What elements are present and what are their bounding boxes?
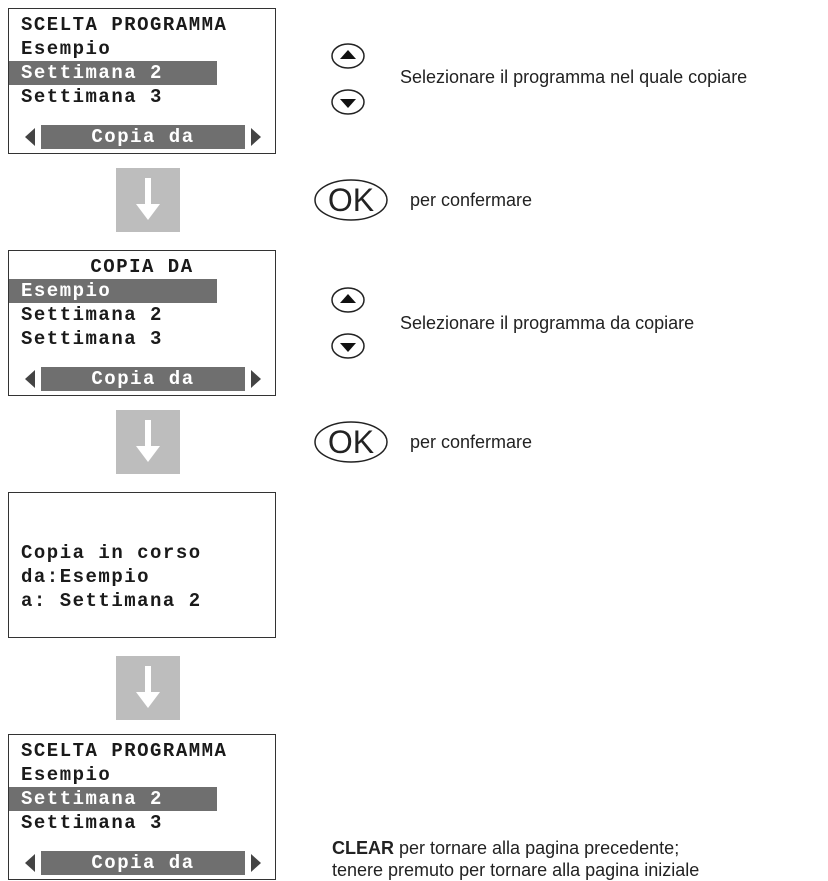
clear-key-label: CLEAR — [332, 838, 394, 858]
lcd-title: SCELTA PROGRAMMA — [21, 14, 228, 36]
caption-clear: CLEAR per tornare alla pagina precedente… — [332, 838, 679, 859]
lcd-item-esempio: Esempio — [21, 764, 112, 786]
lcd-item-esempio-selected: Esempio — [9, 279, 217, 303]
lcd-item-settimana-3: Settimana 3 — [21, 328, 163, 350]
softkey-bar: Copia da — [25, 851, 261, 875]
caption-clear-hold: tenere premuto per tornare alla pagina i… — [332, 860, 700, 880]
lcd-title: SCELTA PROGRAMMA — [21, 740, 228, 762]
ok-label: OK — [328, 182, 374, 218]
lcd-item-settimana-2: Settimana 2 — [21, 304, 163, 326]
lcd-screen-scelta-programma-final: SCELTA PROGRAMMA Esempio Settimana 2 Set… — [8, 734, 276, 880]
softkey-label: Copia da — [41, 367, 245, 391]
lcd-item-settimana-2-selected: Settimana 2 — [9, 61, 217, 85]
caption-select-source: Selezionare il programma da copiare — [400, 313, 695, 333]
ok-label: OK — [328, 424, 374, 460]
lcd-screen-scelta-programma: SCELTA PROGRAMMA Esempio Settimana 2 Set… — [8, 8, 276, 154]
lcd-status-line: Copia in corso — [21, 542, 202, 564]
right-arrow-icon — [251, 370, 261, 388]
lcd-screen-copia-da: COPIA DA Esempio Settimana 2 Settimana 3… — [8, 250, 276, 396]
flow-arrow-down-icon — [116, 410, 180, 474]
right-arrow-icon — [251, 854, 261, 872]
lcd-target-line: a: Settimana 2 — [21, 590, 202, 612]
softkey-bar: Copia da — [25, 125, 261, 149]
down-button-icon — [331, 333, 365, 359]
left-arrow-icon — [25, 854, 35, 872]
lcd-item-esempio: Esempio — [21, 38, 112, 60]
lcd-source-line: da:Esempio — [21, 566, 151, 588]
clear-description: per tornare alla pagina precedente; — [394, 838, 680, 858]
softkey-label: Copia da — [41, 125, 245, 149]
ok-button-icon: OK — [314, 421, 388, 463]
softkey-label: Copia da — [41, 851, 245, 875]
lcd-screen-copia-in-corso: Copia in corso da:Esempio a: Settimana 2 — [8, 492, 276, 638]
flow-arrow-down-icon — [116, 168, 180, 232]
lcd-item-settimana-3: Settimana 3 — [21, 86, 163, 108]
lcd-title: COPIA DA — [90, 256, 194, 278]
lcd-item-settimana-3: Settimana 3 — [21, 812, 163, 834]
left-arrow-icon — [25, 370, 35, 388]
left-arrow-icon — [25, 128, 35, 146]
down-button-icon — [331, 89, 365, 115]
lcd-item-settimana-2-selected: Settimana 2 — [9, 787, 217, 811]
up-button-icon — [331, 43, 365, 69]
right-arrow-icon — [251, 128, 261, 146]
caption-select-target: Selezionare il programma nel quale copia… — [400, 67, 748, 87]
caption-confirm: per confermare — [410, 432, 533, 452]
ok-button-icon: OK — [314, 179, 388, 221]
up-button-icon — [331, 287, 365, 313]
flow-arrow-down-icon — [116, 656, 180, 720]
caption-confirm: per confermare — [410, 190, 533, 210]
softkey-bar: Copia da — [25, 367, 261, 391]
